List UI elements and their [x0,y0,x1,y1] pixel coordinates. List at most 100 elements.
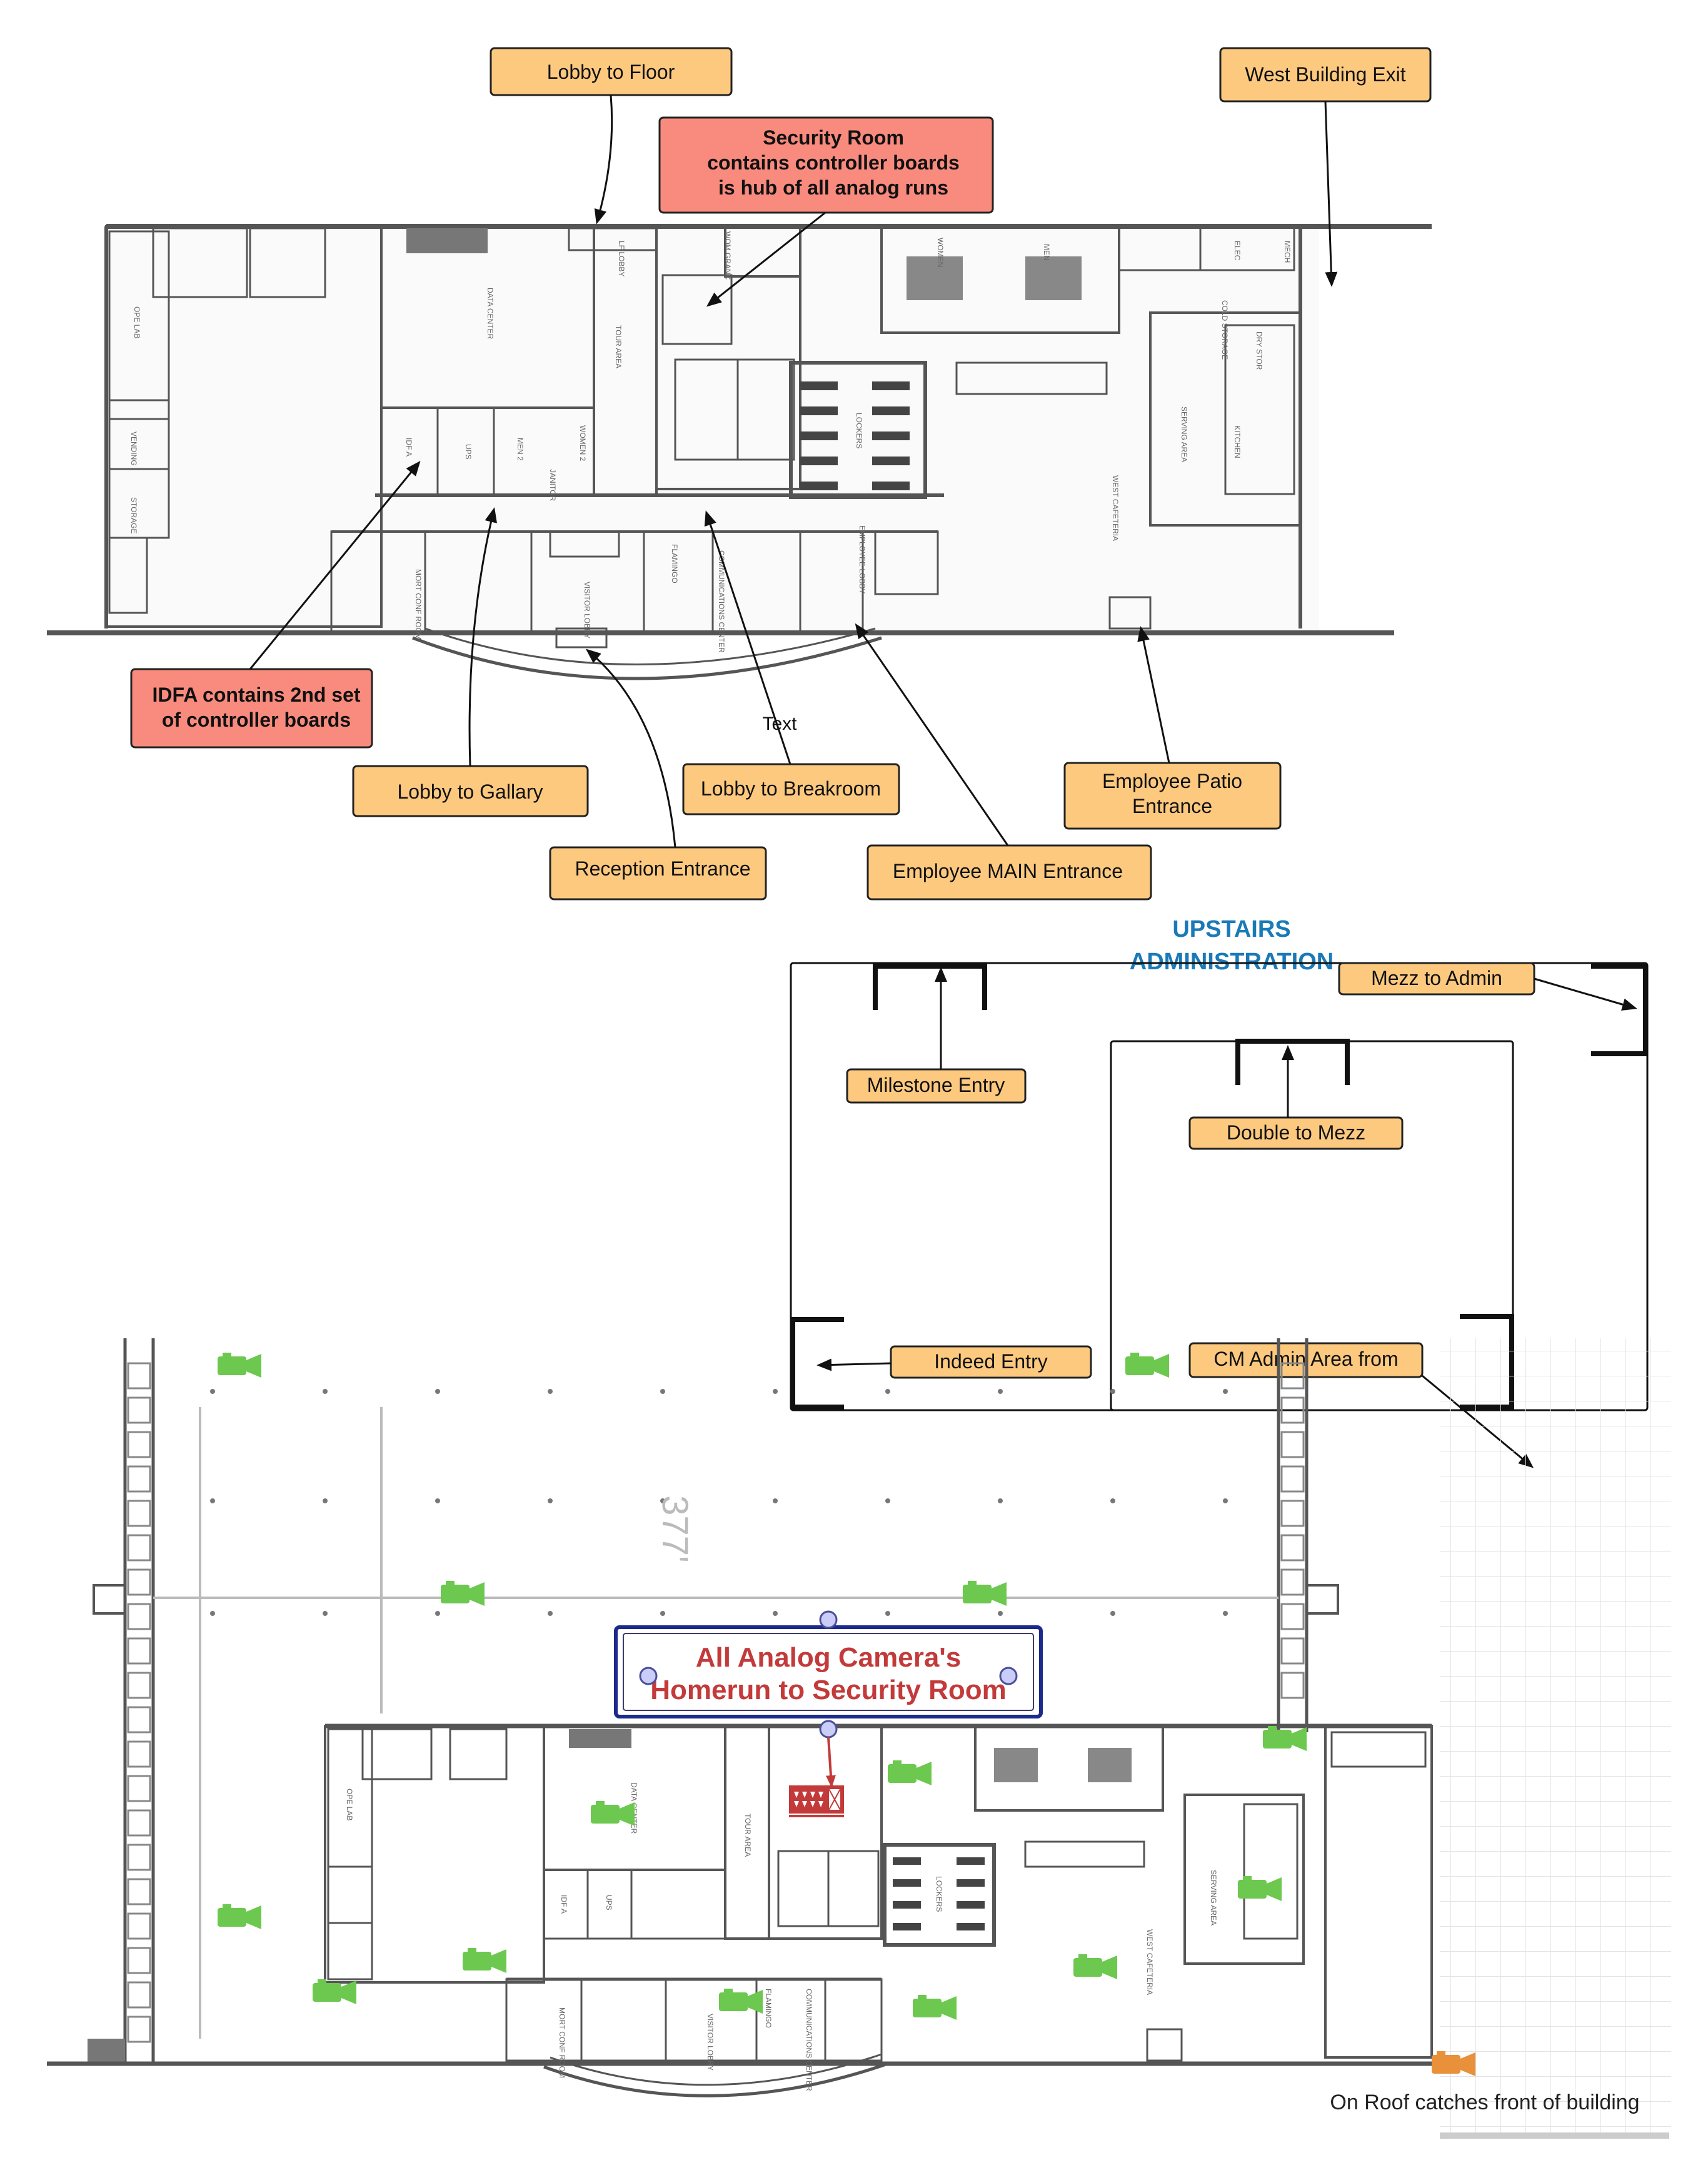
callout-indeed-entry: Indeed Entry [890,1345,1092,1379]
callout-mezz-to-admin: Mezz to Admin [1338,962,1535,996]
callout-double-to-mezz-text: Double to Mezz [1227,1121,1365,1144]
camera-icon[interactable] [913,1995,957,2020]
callout-reception-entrance: Reception Entrance [549,846,767,901]
arrow-icon [468,507,497,767]
callout-milestone-entry-text: Milestone Entry [867,1074,1005,1096]
arrow-icon [704,510,792,767]
handle-bottom[interactable] [819,1720,838,1738]
room-label-flamingo: FLAMINGO [670,544,679,583]
callout-west-building-exit-text: West Building Exit [1245,63,1405,86]
callout-lobby-to-breakroom: Lobby to Breakroom [682,763,900,815]
door-bracket [1235,1039,1350,1085]
room-label-serving-area-lower: SERVING AREA [1209,1870,1218,1925]
callout-indeed-entry-text: Indeed Entry [934,1350,1047,1373]
arrow-icon [249,460,421,670]
analog-box-line-2: Homerun to Security Room [650,1675,1007,1705]
room-label-idf-a: IDF A [404,438,413,457]
arrow-icon [1324,101,1338,287]
callout-lobby-to-floor: Lobby to Floor [490,47,733,96]
camera-icon[interactable] [441,1581,485,1606]
room-label-idf-a-lower: IDF A [560,1895,568,1914]
arrow-icon [855,623,1009,846]
callout-security-room: Security Room contains controller boards… [658,116,994,214]
dimension-text: 377' [655,1495,695,1563]
callout-idfa-line-2: of controller boards [162,709,351,731]
room-label-janitor: JANITOR [548,469,557,501]
room-label-vending: VENDING [129,431,138,466]
handle-top[interactable] [819,1610,838,1629]
room-label-visitor-lobby-lower: VISITOR LOBBY [706,2014,715,2071]
arrow-icon [1137,626,1170,764]
callout-lobby-to-floor-text: Lobby to Floor [547,61,675,83]
room-label-visitor-lobby: VISITOR LOBBY [583,582,591,638]
handle-right[interactable] [999,1667,1018,1685]
room-label-mort-conf-lower: MORT CONF ROOM [558,2007,566,2078]
room-label-storage: STORAGE [129,497,138,533]
room-label-men: MEN [1042,244,1051,261]
callout-employee-patio-line-2: Entrance [1132,795,1212,817]
room-label-mort-conf: MORT CONF ROOM [414,569,423,640]
room-label-tour-area-lower: TOUR AREA [743,1814,752,1857]
callout-west-building-exit: West Building Exit [1219,47,1432,103]
analog-homerun-box[interactable]: All Analog Camera's Homerun to Security … [614,1625,1043,1718]
handle-left[interactable] [639,1667,658,1685]
room-label-employee-lobby: EMPLOYEE LOBBY [858,525,867,593]
room-label-women: WOMEN [936,238,945,267]
arrow-icon [825,1737,836,1788]
room-label-wom-gran: WOM GRANC [723,231,732,280]
callout-employee-main-entrance: Employee MAIN Entrance [867,844,1152,901]
room-label-dry-stor: DRY STOR [1255,331,1263,370]
room-label-data-center: DATA CENTER [486,288,495,340]
callout-reception-entrance-text: Reception Entrance [575,857,750,880]
room-label-men2: MEN 2 [516,438,525,461]
callout-employee-main-entrance-text: Employee MAIN Entrance [893,860,1123,882]
callout-milestone-entry: Milestone Entry [846,1068,1027,1104]
callout-employee-patio-line-1: Employee Patio [1102,770,1242,792]
arrow-icon [585,648,676,848]
callout-security-room-line-1: Security Room [763,126,904,149]
room-label-comm-center: COMMUNICATIONS CENTER [717,550,726,653]
room-label-ups: UPS [464,444,473,460]
callout-lobby-to-breakroom-text: Lobby to Breakroom [701,777,881,800]
arrow-icon [1534,977,1637,1011]
selection-handles[interactable] [639,1610,1018,1738]
callout-lobby-to-gallary: Lobby to Gallary [352,765,589,817]
camera-icon[interactable] [1125,1353,1169,1378]
callout-lobby-to-gallary-text: Lobby to Gallary [397,780,543,803]
room-label-cold-storage: COLD STORAGE [1220,300,1229,360]
room-label-ope-lab-lower: OPE LAB [345,1789,354,1820]
door-bracket [1591,964,1648,1056]
camera-icon[interactable] [1263,1726,1307,1751]
camera-icon[interactable] [591,1801,635,1826]
room-label-lockers-lower: LOCKERS [935,1876,943,1912]
arrow-icon [816,1358,892,1371]
callout-idfa: IDFA contains 2nd set of controller boar… [130,668,373,749]
callout-employee-patio-entrance: Employee Patio Entrance [1063,762,1282,830]
camera-icon[interactable] [218,1904,261,1929]
room-label-west-cafeteria-lower: WEST CAFETERIA [1145,1929,1154,1995]
room-label-tour-area: TOUR AREA [614,325,623,368]
upstairs-title-line-2: ADMINISTRATION [1130,949,1334,975]
grid-panel [1440,1338,1671,2139]
camera-icon[interactable] [463,1948,506,1973]
room-label-lockers: LOCKERS [855,413,863,448]
camera-icon[interactable] [888,1760,932,1785]
roof-note: On Roof catches front of building [1330,2091,1639,2114]
room-label-ups-lower: UPS [605,1895,613,1910]
callout-mezz-to-admin-text: Mezz to Admin [1371,967,1502,989]
upstairs-title-line-1: UPSTAIRS [1172,916,1290,942]
callout-idfa-line-1: IDFA contains 2nd set [152,684,360,706]
camera-icon[interactable] [963,1581,1007,1606]
controller-board-icon [789,1785,844,1817]
room-label-ope-lab: OPE LAB [133,306,141,338]
camera-icon[interactable] [218,1353,261,1378]
room-label-lf-lobby: LF LOBBY [617,241,626,276]
camera-icon[interactable] [1238,1876,1282,1901]
room-label-kitchen: KITCHEN [1233,425,1242,458]
camera-icon[interactable] [1073,1954,1117,1979]
room-label-mech: MECH [1283,241,1292,263]
callout-security-room-line-2: contains controller boards [707,151,960,174]
room-label-elec: ELEC [1233,241,1242,261]
callout-security-room-line-3: is hub of all analog runs [718,176,948,199]
door-bracket [873,964,987,1010]
